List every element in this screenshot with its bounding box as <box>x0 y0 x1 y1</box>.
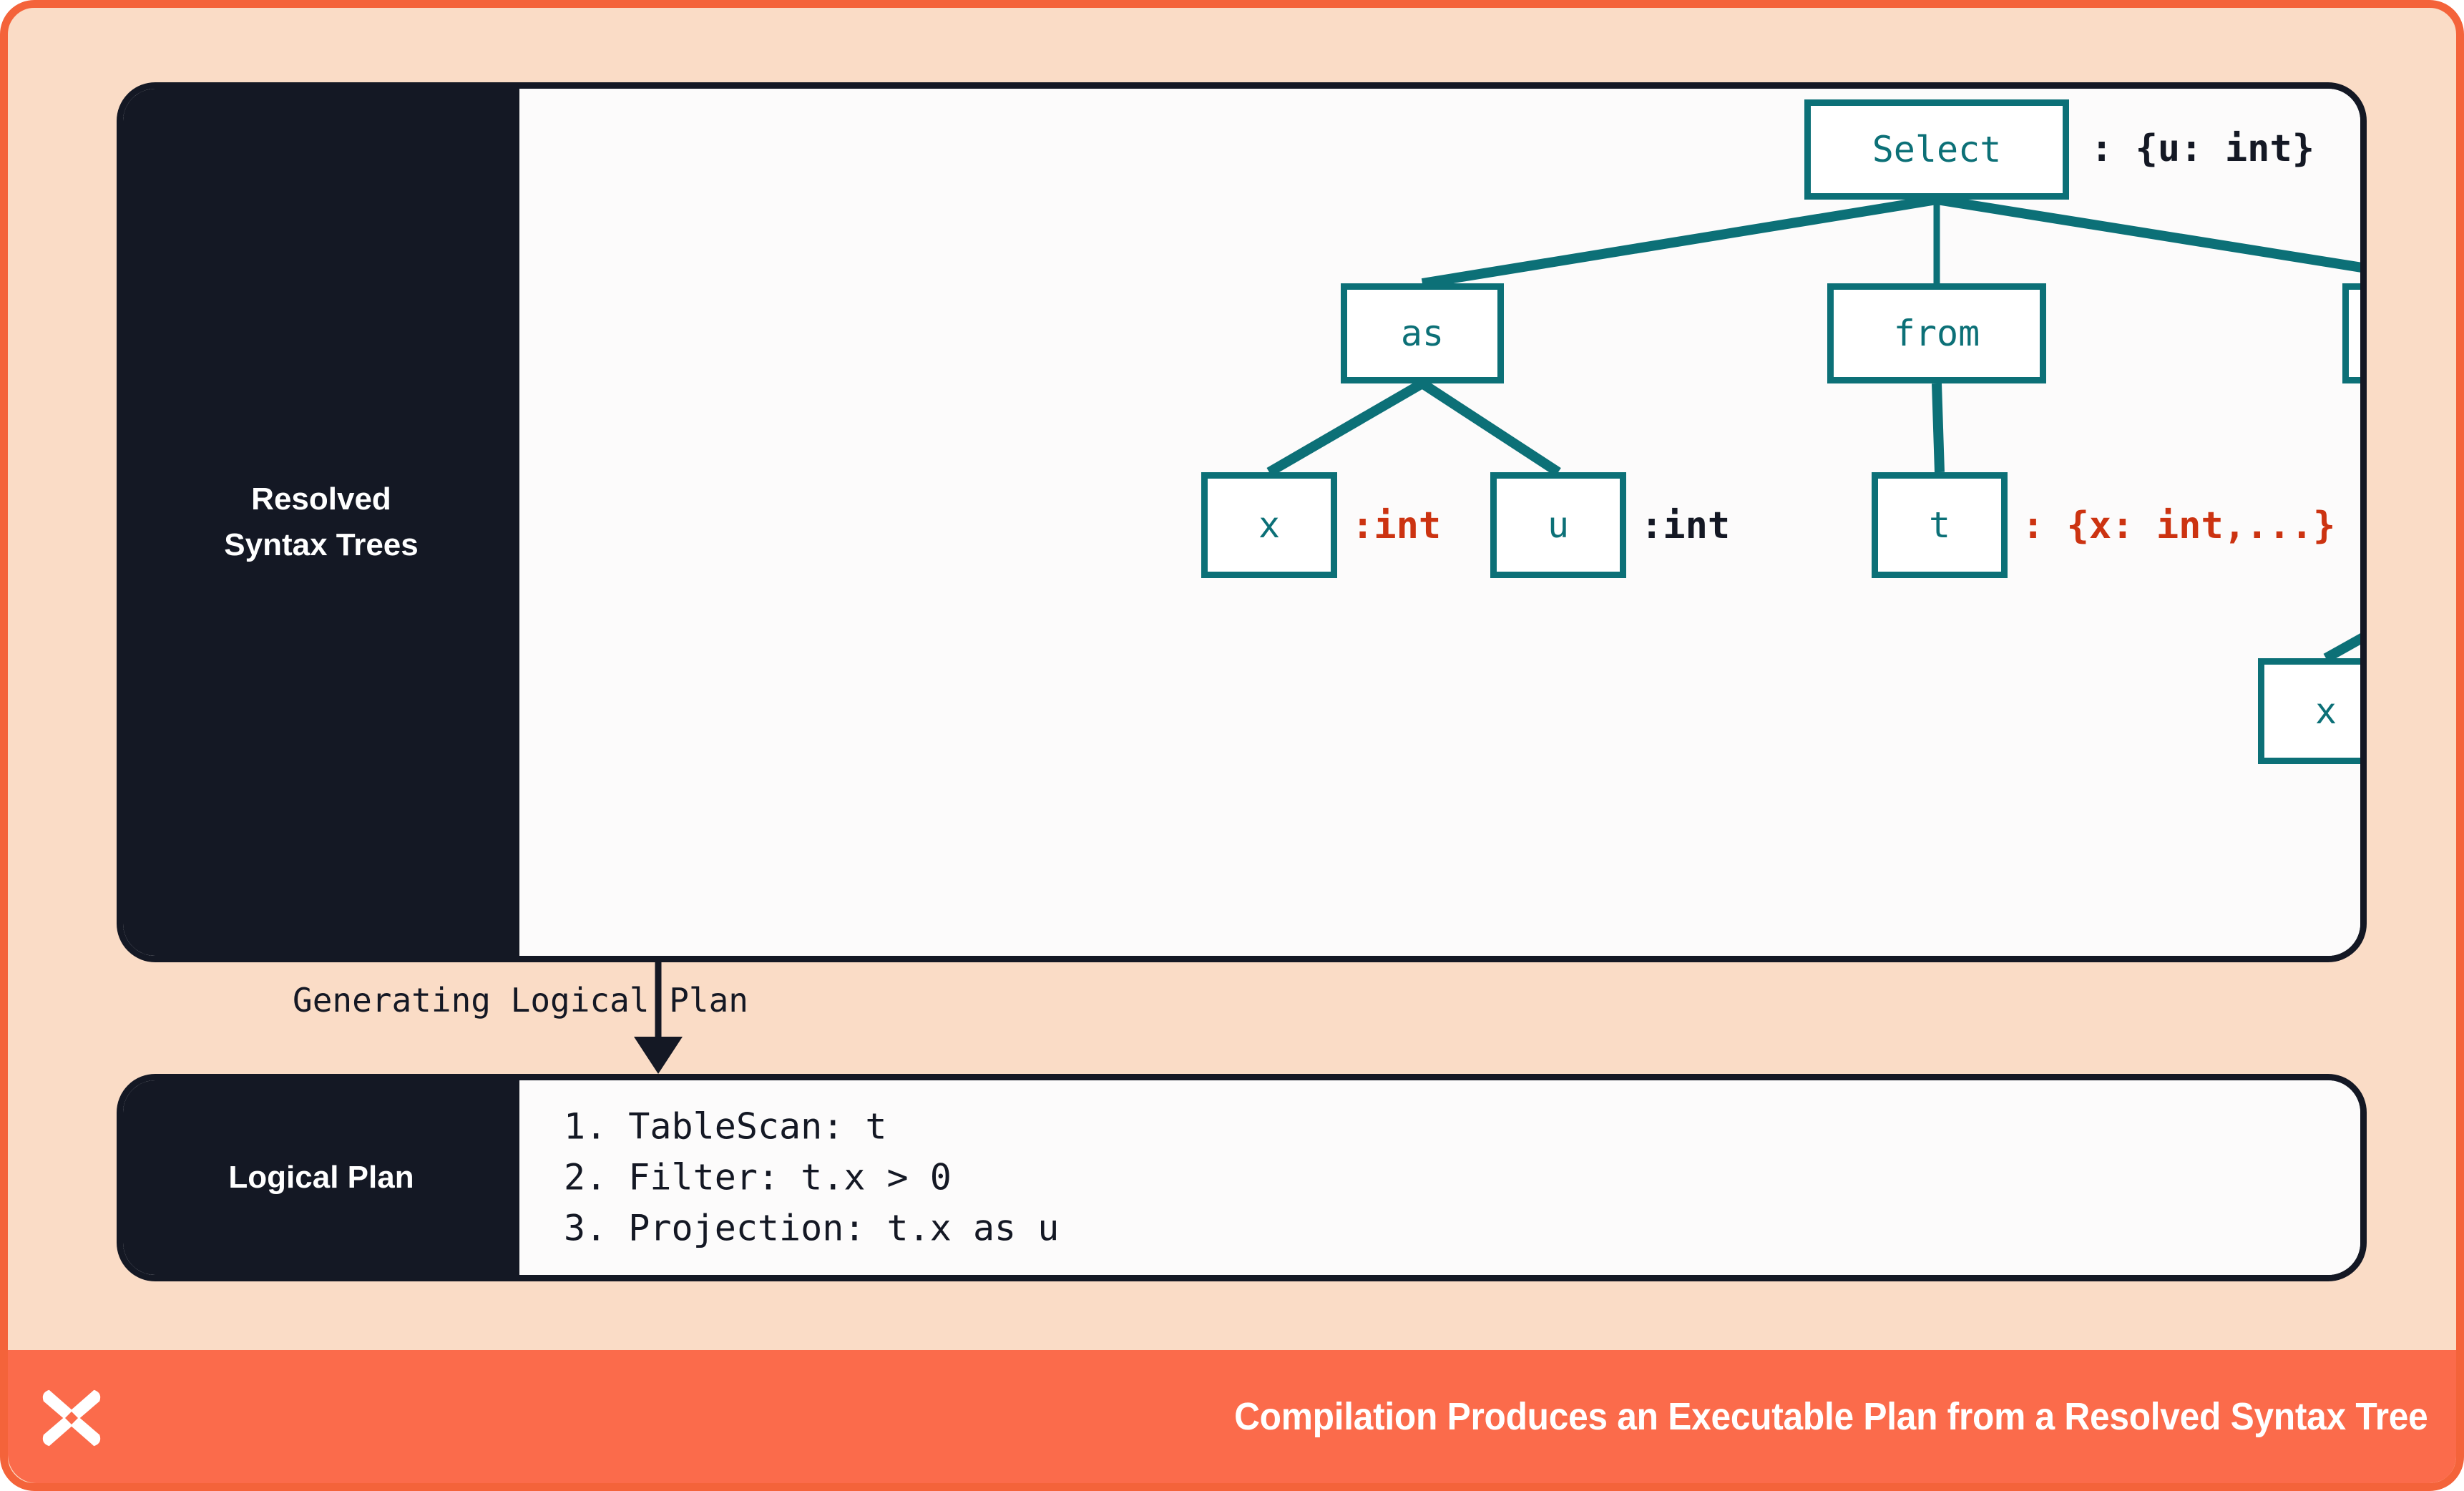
connector-label: Generating Logical Plan <box>293 981 748 1020</box>
tree-node-u: u <box>1490 472 1626 578</box>
tree-edges <box>1266 195 2360 663</box>
tree-edge-from-t <box>1932 383 1945 473</box>
tree-edge-gt-x2 <box>2323 633 2360 663</box>
tree-node-as: as <box>1341 283 1504 383</box>
tree-node-where: where <box>2342 283 2360 383</box>
footer-caption: Compilation Produces an Executable Plan … <box>1233 1395 2428 1438</box>
rst-label-line1: Resolved <box>251 481 391 517</box>
connector-arrow <box>634 962 683 1074</box>
resolved-syntax-trees-card: Resolved Syntax Trees Select as from where x… <box>117 82 2367 962</box>
resolved-syntax-trees-label: Resolved Syntax Trees <box>123 89 519 956</box>
logical-plan-card: Logical Plan 1. TableScan: t 2. Filter: t… <box>117 1074 2367 1281</box>
pipeline-connector: Generating Logical Plan <box>117 962 2367 1074</box>
logical-plan-label: Logical Plan <box>123 1080 519 1275</box>
type-annotation-t: : {x: int,...} <box>2022 504 2336 547</box>
tree-edge-select-as <box>1421 195 1938 288</box>
syntax-tree-canvas: Selectasfromwherexut>x0: {u: int}:int:in… <box>519 89 2360 956</box>
type-annotation-select: : {u: int} <box>2091 127 2315 170</box>
four-pointed-star-logo <box>42 1389 101 1447</box>
tree-node-t: t <box>1872 472 2008 578</box>
rst-label-line2: Syntax Trees <box>224 527 419 562</box>
type-annotation-x1: :int <box>1351 504 1442 547</box>
logical-plan-step: 1. TableScan: t <box>564 1105 887 1148</box>
tree-node-select: Select <box>1804 99 2069 200</box>
tree-edge-select-where <box>1935 195 2360 273</box>
logical-plan-body: 1. TableScan: t 2. Filter: t.x > 0 3. Proj… <box>519 1080 2360 1275</box>
tree-edge-as-x1 <box>1266 378 1425 477</box>
logical-plan-step: 3. Projection: t.x as u <box>564 1207 1060 1249</box>
logical-plan-label-text: Logical Plan <box>228 1160 414 1196</box>
tree-node-from: from <box>1827 283 2046 383</box>
syntax-tree: Selectasfromwherexut>x0: {u: int}:int:in… <box>519 89 2360 956</box>
tree-node-x2: x <box>2258 658 2360 764</box>
tree-node-x1: x <box>1201 472 1337 578</box>
tree-edge-as-u <box>1419 379 1561 476</box>
footer-bar: Compilation Produces an Executable Plan … <box>8 1350 2456 1483</box>
logical-plan-step: 2. Filter: t.x > 0 <box>564 1156 952 1198</box>
logical-plan-steps: 1. TableScan: t 2. Filter: t.x > 0 3. Proj… <box>564 1102 1059 1254</box>
type-annotation-u: :int <box>1641 504 1731 547</box>
